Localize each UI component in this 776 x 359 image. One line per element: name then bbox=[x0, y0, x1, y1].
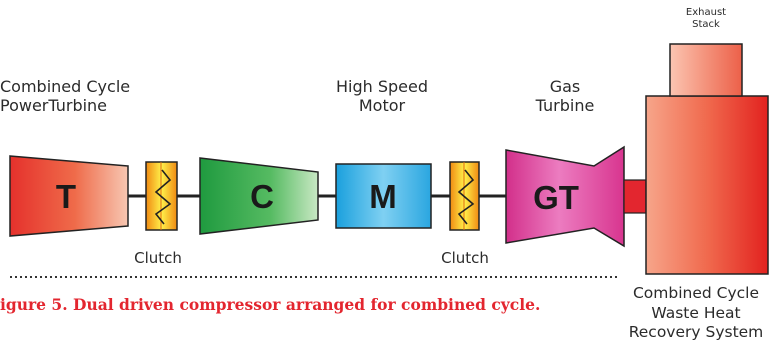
clutch-left-label: Clutch bbox=[134, 249, 182, 267]
compressor-shape bbox=[199, 157, 319, 235]
gas-turbine-shape bbox=[505, 145, 625, 248]
clutch-right-label: Clutch bbox=[441, 249, 489, 267]
compressor-letter: C bbox=[250, 178, 274, 215]
exhaust-stack-shape bbox=[669, 43, 743, 97]
recovery-system-shape bbox=[645, 95, 769, 275]
exhaust-duct bbox=[623, 179, 647, 214]
clutch-left-shape bbox=[145, 161, 178, 231]
power-turbine-shape bbox=[9, 155, 129, 237]
gas-turbine-letter: GT bbox=[533, 179, 579, 216]
clutch-right-shape bbox=[449, 161, 480, 231]
figure-caption: igure 5. Dual driven compressor arranged… bbox=[0, 295, 541, 314]
power-turbine-letter: T bbox=[56, 178, 76, 215]
motor-shape bbox=[335, 163, 432, 229]
motor-letter: M bbox=[369, 178, 397, 215]
